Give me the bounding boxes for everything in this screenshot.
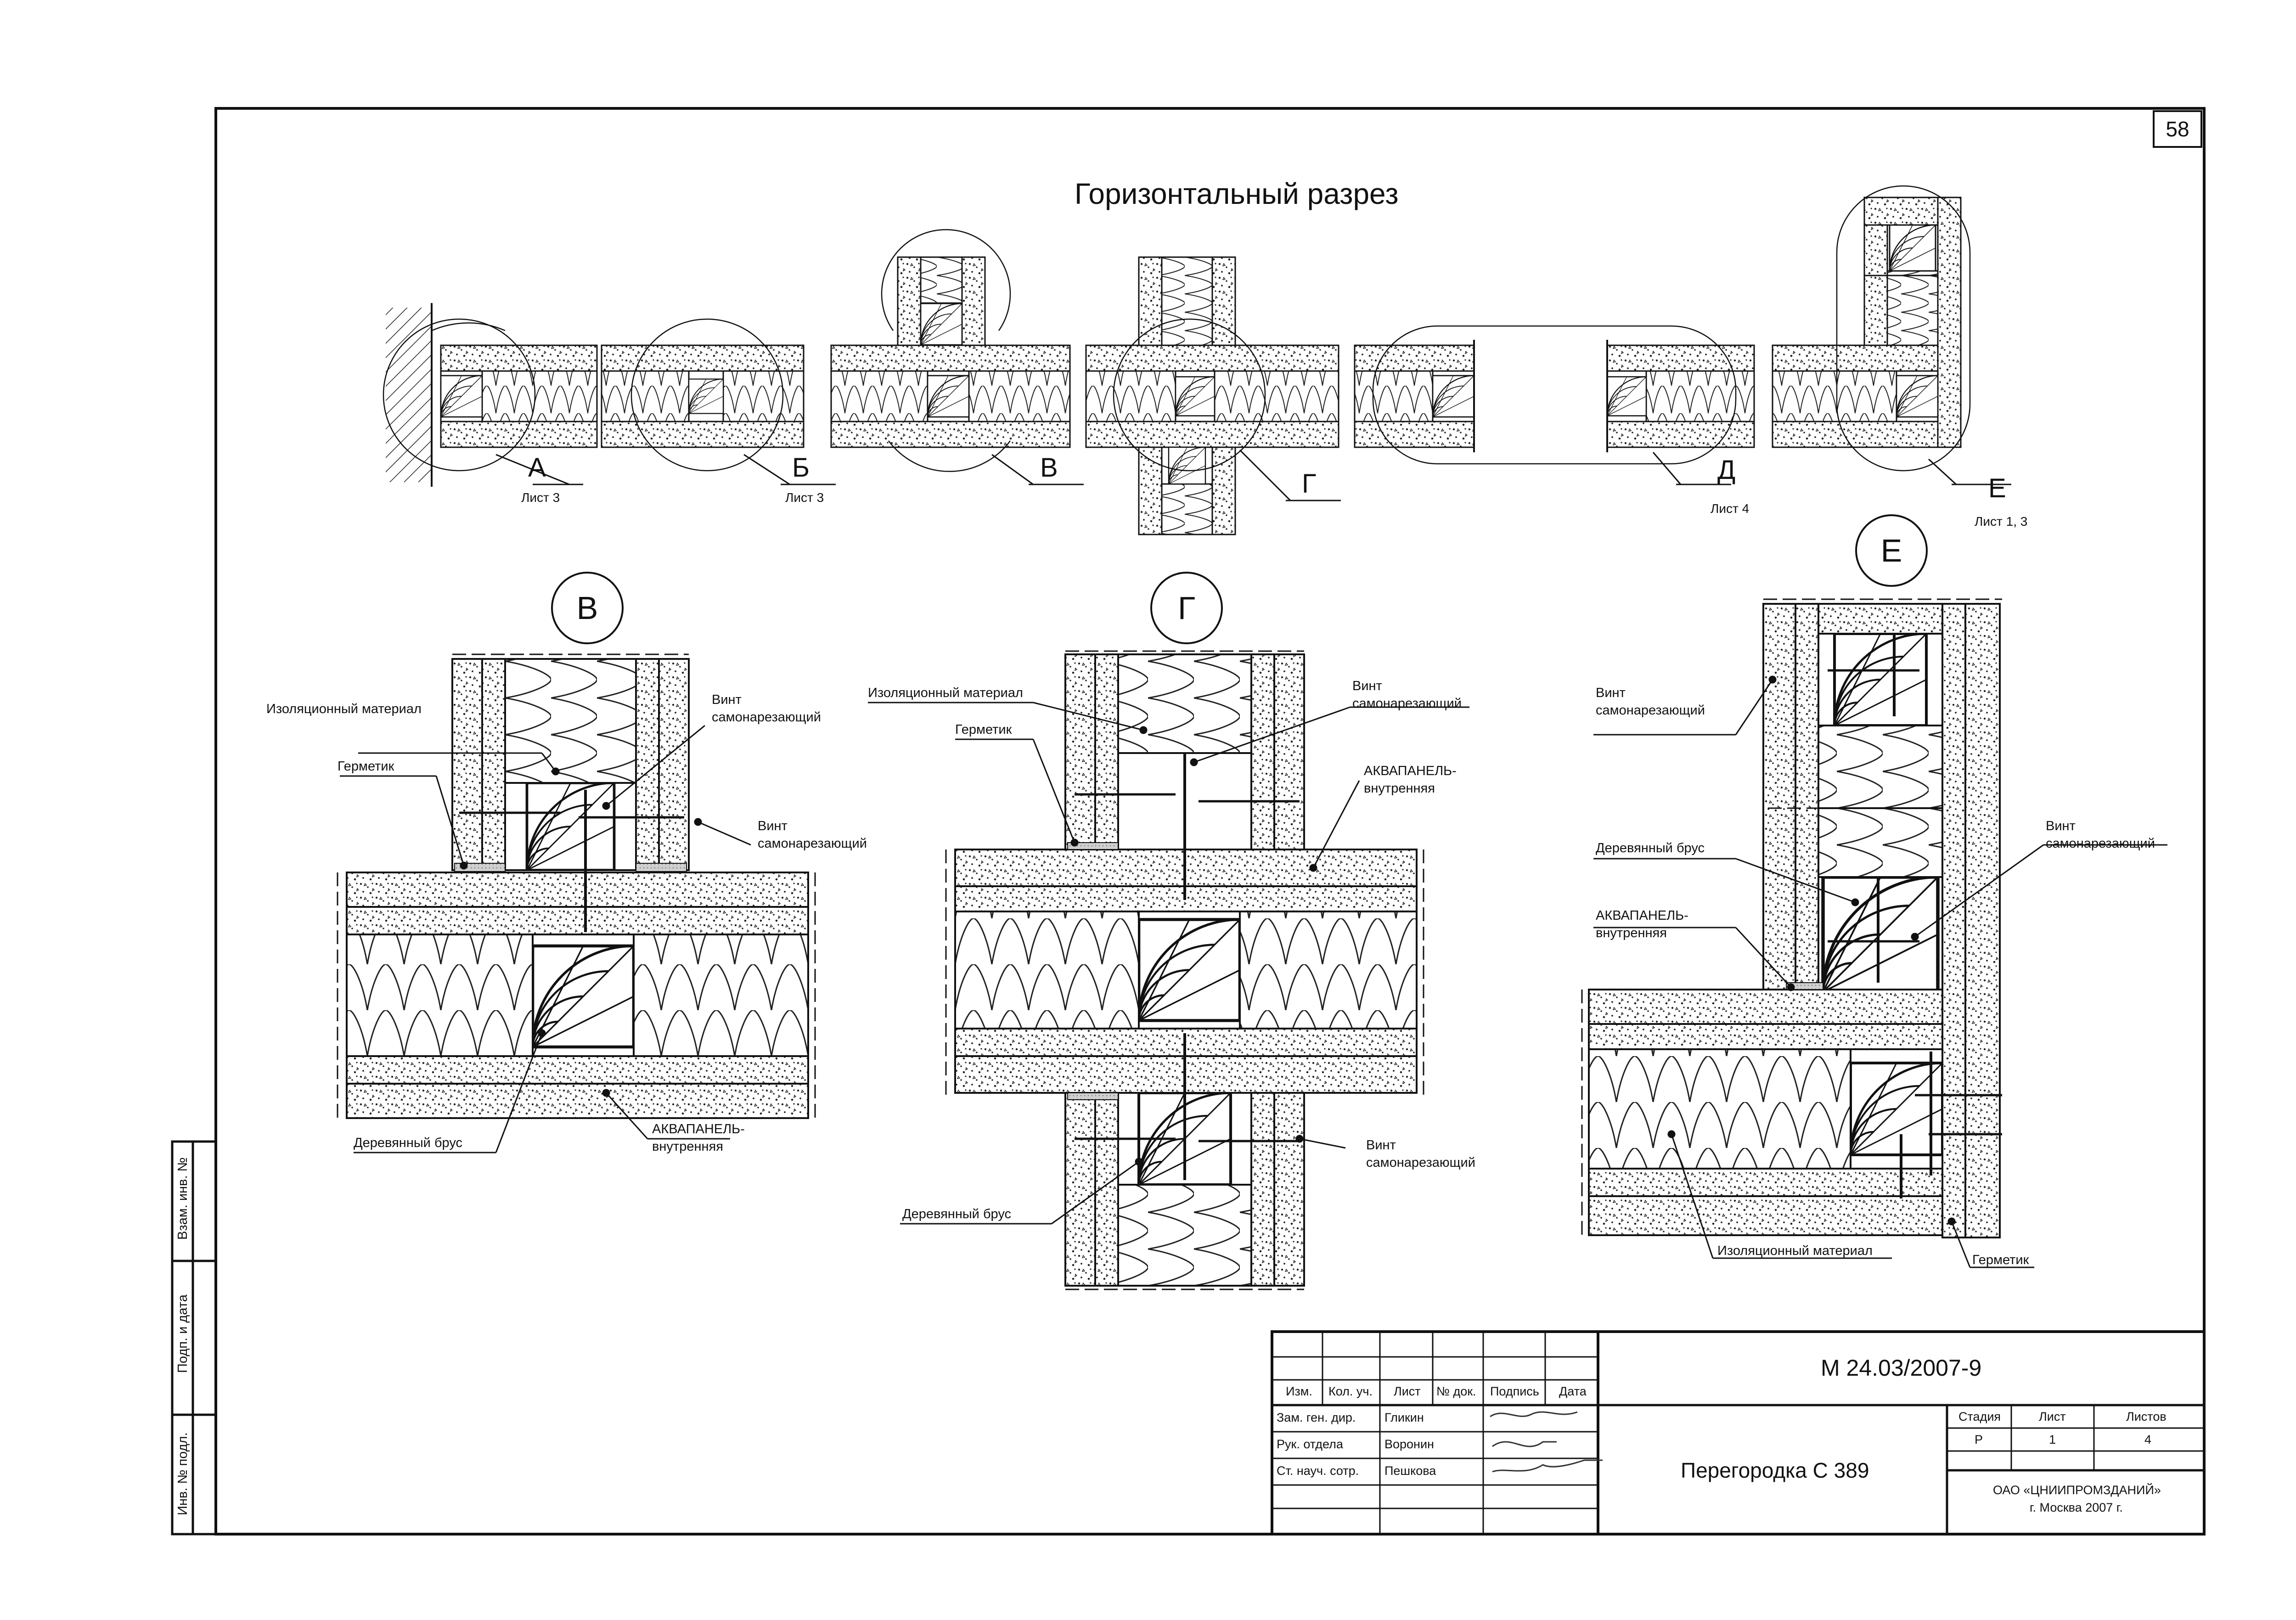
v-panel-callout-2: внутренняя	[652, 1139, 723, 1154]
sheet-frame	[214, 107, 2206, 1536]
tb-role-2: Рук. отдела	[1277, 1437, 1343, 1451]
e-panel-callout-2: внутренняя	[1596, 926, 1667, 940]
g-panel-callout-2: внутренняя	[1364, 781, 1435, 796]
tb-sheet-header: Лист	[2039, 1410, 2066, 1423]
tb-header-kol: Кол. уч.	[1328, 1384, 1373, 1398]
detail-e-drawing	[1581, 598, 2167, 1268]
v-timber-callout: Деревянный брус	[354, 1136, 463, 1150]
e-sealant-callout: Герметик	[1972, 1253, 2029, 1267]
drawing-title: Перегородка С 389	[1681, 1458, 1869, 1482]
stamp-inv-original: Инв. № подл.	[175, 1432, 190, 1515]
e-screw-top-callout-2: самонарезающий	[1596, 703, 1705, 718]
plan-mark-d-sheet: Лист 4	[1711, 501, 1750, 516]
tb-header-izm: Изм.	[1286, 1384, 1312, 1398]
plan-mark-b: Б	[792, 453, 810, 483]
tb-header-doc: № док.	[1436, 1384, 1476, 1398]
g-screw-top-callout-2: самонарезающий	[1352, 696, 1462, 711]
plan-mark-a-sheet: Лист 3	[521, 490, 560, 505]
plan-mark-d: Д	[1717, 455, 1736, 485]
plan-mark-v: В	[1040, 453, 1058, 483]
g-insulation-callout: Изоляционный материал	[868, 686, 1023, 700]
e-screw-top-callout-1: Винт	[1596, 686, 1626, 700]
detail-v-label: В	[551, 572, 624, 644]
e-insulation-callout: Изоляционный материал	[1717, 1243, 1873, 1258]
tb-name-3: Пешкова	[1384, 1464, 1436, 1478]
sheet-number: 58	[2166, 117, 2189, 141]
detail-g-label: Г	[1150, 572, 1223, 644]
sheet-number-box: 58	[2153, 110, 2202, 148]
tb-sheets-value: 4	[2144, 1433, 2152, 1446]
tb-org-1: ОАО «ЦНИИПРОМЗДАНИЙ»	[1993, 1483, 2161, 1497]
v-panel-callout-1: АКВАПАНЕЛЬ-	[652, 1122, 745, 1136]
tb-name-2: Воронин	[1384, 1437, 1434, 1451]
e-timber-callout: Деревянный брус	[1596, 841, 1705, 855]
g-screw-top-callout-1: Винт	[1352, 679, 1382, 693]
plan-mark-e: Е	[1988, 473, 2006, 503]
v-screw-top-callout-2: самонарезающий	[712, 710, 821, 725]
doc-code: М 24.03/2007-9	[1821, 1355, 1982, 1381]
stamp-sign-date: Подп. и дата	[175, 1294, 190, 1373]
signatures	[1490, 1411, 1603, 1473]
detail-v-drawing	[337, 653, 816, 1153]
tb-header-sign: Подпись	[1490, 1384, 1539, 1398]
tb-header-list: Лист	[1394, 1384, 1421, 1398]
title-block-grid	[1271, 1330, 2206, 1536]
v-screw-right-callout-1: Винт	[758, 819, 788, 833]
tb-name-1: Гликин	[1384, 1411, 1424, 1424]
e-panel-callout-1: АКВАПАНЕЛЬ-	[1596, 908, 1688, 923]
v-sealant-callout: Герметик	[338, 759, 394, 774]
tb-header-date: Дата	[1559, 1384, 1587, 1398]
tb-stage-value: Р	[1975, 1433, 1983, 1446]
detail-e-label: Е	[1855, 514, 1928, 587]
v-screw-top-callout-1: Винт	[712, 692, 742, 707]
tb-sheet-value: 1	[2049, 1433, 2056, 1446]
e-screw-right-callout-2: самонарезающий	[2046, 836, 2155, 851]
plan-mark-b-sheet: Лист 3	[785, 490, 824, 505]
side-stamp	[171, 1140, 217, 1536]
v-screw-right-callout-2: самонарезающий	[758, 836, 867, 851]
g-screw-bottom-callout-1: Винт	[1366, 1138, 1396, 1153]
plan-view	[383, 185, 2011, 535]
plan-mark-g: Г	[1302, 469, 1317, 499]
v-insulation-callout: Изоляционный материал	[266, 702, 422, 716]
g-sealant-callout: Герметик	[955, 722, 1012, 737]
detail-g-drawing	[868, 650, 1469, 1290]
e-screw-right-callout-1: Винт	[2046, 819, 2076, 833]
tb-role-3: Ст. науч. сотр.	[1277, 1464, 1359, 1478]
plan-mark-e-sheet: Лист 1, 3	[1975, 514, 2028, 529]
plan-mark-a: А	[528, 453, 546, 483]
g-screw-bottom-callout-2: самонарезающий	[1366, 1155, 1475, 1170]
tb-org-2: г. Москва 2007 г.	[2030, 1501, 2123, 1514]
tb-sheets-header: Листов	[2126, 1410, 2167, 1423]
page-title: Горизонтальный разрез	[1075, 177, 1399, 210]
g-panel-callout-1: АКВАПАНЕЛЬ-	[1364, 764, 1457, 778]
g-timber-callout: Деревянный брус	[902, 1207, 1012, 1221]
stamp-replace-inv: Взам. инв. №	[175, 1157, 190, 1240]
tb-role-1: Зам. ген. дир.	[1277, 1411, 1356, 1424]
tb-stage-header: Стадия	[1958, 1410, 2001, 1423]
